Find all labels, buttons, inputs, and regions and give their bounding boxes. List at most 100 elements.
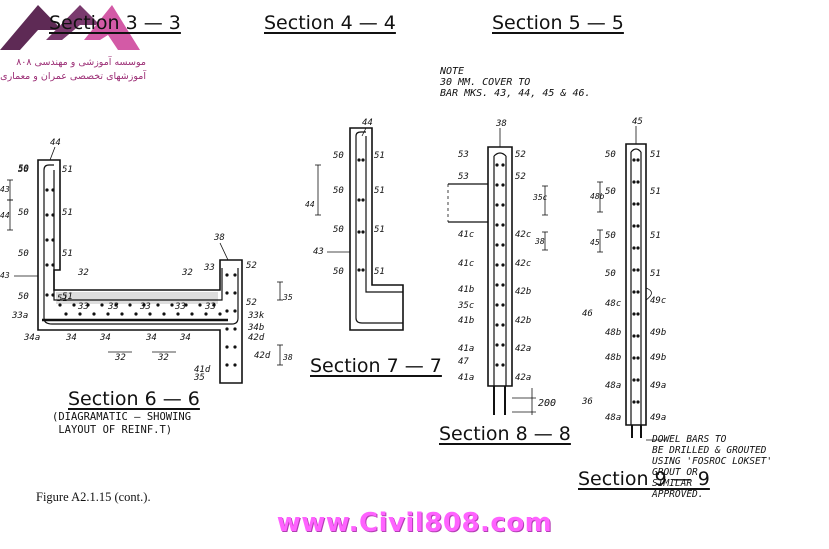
s66-slab-bar-label: 33 xyxy=(139,302,151,312)
s77-outer-label: 50 xyxy=(333,225,344,235)
s66-right-rebar-dot xyxy=(233,327,237,331)
s88-inner-label: 42a xyxy=(515,373,531,383)
s88-rebar-dot xyxy=(495,243,499,247)
s66-top-hook xyxy=(43,164,54,171)
s66-right-inner-label: 35 xyxy=(193,373,205,383)
s66-slab-rebar-dot xyxy=(190,312,194,316)
s66-slab-shade xyxy=(56,292,218,304)
s66-left-inner-label: 51 xyxy=(62,165,73,175)
s77-inner-rebar-dot xyxy=(361,158,365,162)
s99-outer-label: 48b xyxy=(605,353,621,363)
s66-inner-rebar-dot xyxy=(51,293,55,297)
leader-line xyxy=(219,242,229,261)
s99-rebar-dot xyxy=(632,356,636,360)
s88-rebar-dot xyxy=(495,283,499,287)
s66-slab-rebar-dot xyxy=(134,312,138,316)
section-3-3-title: Section 3 — 3 xyxy=(49,12,181,34)
s88-top-hook xyxy=(493,152,507,157)
s66-slab-rebar-dot xyxy=(128,303,132,307)
s99-rebar-dot xyxy=(632,180,636,184)
s66-right-outer-label: 52 xyxy=(246,298,257,308)
s99-rebar-dot xyxy=(632,224,636,228)
s66-slab-rebar-dot xyxy=(114,303,118,307)
section-6-6-subcaption: (DIAGRAMATIC — SHOWING LAYOUT OF REINF.T… xyxy=(52,411,192,436)
s66-left-dim-label: 43 xyxy=(0,271,10,280)
s88-rebar-dot xyxy=(501,223,505,227)
s88-step xyxy=(448,183,488,223)
s99-rebar-dot xyxy=(636,378,640,382)
s66-bottom-dim-label: 32 xyxy=(114,353,126,363)
s66-slab-rebar-dot xyxy=(212,303,216,307)
s66-right-rebar-dot xyxy=(225,273,229,277)
s99-outer-label: 46 xyxy=(582,309,593,319)
s88-rebar-dot xyxy=(501,243,505,247)
s66-outer-rebar-dot xyxy=(45,293,49,297)
s66-left-outer-label: 50 xyxy=(18,292,29,302)
s77-outer-rebar-dot xyxy=(357,230,361,234)
s66-inner-rebar-dot xyxy=(51,263,55,267)
s66-left-outer-label: 50 xyxy=(18,249,29,259)
s99-concrete-outline xyxy=(625,143,647,426)
s66-outer-rebar-dot xyxy=(45,238,49,242)
s88-rebar-dot xyxy=(501,263,505,267)
logo-mark-icon xyxy=(0,5,140,50)
s66-bottom-dim-label: 32 xyxy=(157,353,169,363)
s99-rebar-dot xyxy=(636,400,640,404)
s66-slab-top-label: 32 xyxy=(77,268,89,278)
s88-outer-label: 41c xyxy=(458,230,474,240)
s88-inner-label: 42c xyxy=(515,259,531,269)
s88-rebar-dot xyxy=(501,163,505,167)
s88-inner-label: 42c xyxy=(515,230,531,240)
s88-dim-label: 38 xyxy=(534,237,545,246)
s99-inner-label: 51 xyxy=(650,187,661,197)
s88-rebar-dot xyxy=(501,303,505,307)
s77-inner-label: 51 xyxy=(374,186,385,196)
s66-right-outer-label: 52 xyxy=(246,261,257,271)
s66-right-rebar-dot xyxy=(233,291,237,295)
s99-inner-label: 49a xyxy=(650,381,666,391)
s66-outer-rebar-dot xyxy=(45,188,49,192)
s66-slab-rebar-dot xyxy=(106,312,110,316)
s66-slab-rebar-dot xyxy=(156,303,160,307)
s77-top-hook xyxy=(355,131,366,137)
s88-rebar-dot xyxy=(501,323,505,327)
s88-concrete-outline xyxy=(487,146,513,387)
s66-left-inner-label: 51 xyxy=(62,249,73,259)
s88-inner-label: 42a xyxy=(515,344,531,354)
s88-outer-label: 41b xyxy=(458,285,474,295)
s66-left-inner-label: 51 xyxy=(62,292,73,302)
s99-rebar-dot xyxy=(636,202,640,206)
s99-outer-label: 36 xyxy=(581,397,593,407)
s66-slab-rebar-dot xyxy=(78,312,82,316)
dowel-note: DOWEL BARS TO BE DRILLED & GROUTED USING… xyxy=(652,434,773,500)
s99-rebar-dot xyxy=(636,334,640,338)
s66-left-dim-label: 43 xyxy=(0,185,10,194)
s99-inner-label: 49c xyxy=(650,296,666,306)
s66-left-dim-label: 44 xyxy=(0,211,10,220)
leader-line xyxy=(49,146,56,161)
s77-inner-label: 51 xyxy=(374,151,385,161)
s99-rebar-dot xyxy=(636,268,640,272)
s99-inner-label: 49b xyxy=(650,328,666,338)
s99-outer-label: 48a xyxy=(605,381,621,391)
s66-slab-bottom-label: 34 xyxy=(99,333,111,343)
s99-top-hook xyxy=(630,148,642,153)
s66-slab-rebar-dot xyxy=(184,303,188,307)
s66-right-outer-label: 33 xyxy=(203,263,215,273)
s66-end-label: 34a xyxy=(23,333,40,343)
s88-outer-label: 47 xyxy=(458,357,469,367)
s88-top-bar-label: 38 xyxy=(495,119,507,129)
s99-dim-label: 48b xyxy=(590,192,605,201)
s66-right-rebar-dot xyxy=(225,363,229,367)
s99-rebar-dot xyxy=(632,400,636,404)
s66-slab-rebar-dot xyxy=(72,303,76,307)
s77-outer-rebar-dot xyxy=(357,198,361,202)
s66-slab-rebar-dot xyxy=(218,312,222,316)
s88-rebar-dot xyxy=(495,163,499,167)
s66-slab-top-label: 32 xyxy=(181,268,193,278)
s99-outer-label: 50 xyxy=(605,231,616,241)
s99-inner-label: 49b xyxy=(650,353,666,363)
s77-outer-label: 50 xyxy=(333,186,344,196)
watermark: www.Civil808.com xyxy=(276,508,553,538)
s66-right-rebar-dot xyxy=(225,345,229,349)
